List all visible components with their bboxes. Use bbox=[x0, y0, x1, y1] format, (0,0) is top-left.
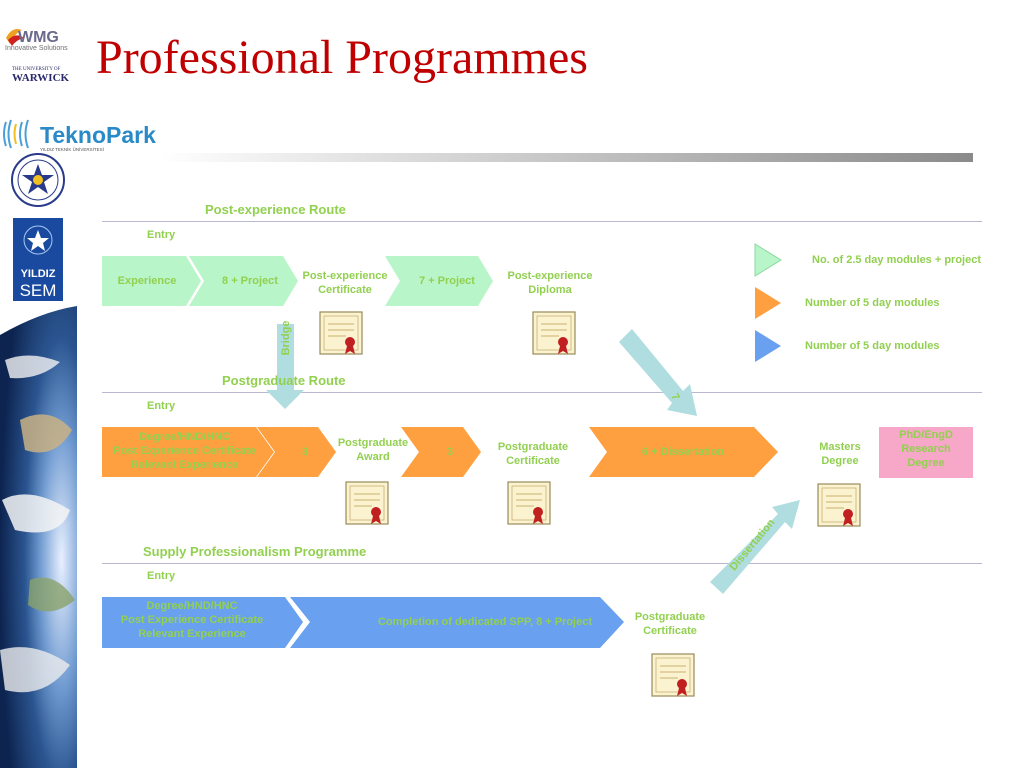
section-rule bbox=[102, 563, 982, 564]
project-7-label: 7 + Project bbox=[419, 275, 475, 287]
svg-text:YILDIZ TEKNİK ÜNİVERSİTESİ: YILDIZ TEKNİK ÜNİVERSİTESİ bbox=[40, 146, 104, 152]
svg-text:THE UNIVERSITY OF: THE UNIVERSITY OF bbox=[12, 67, 61, 72]
section-rule bbox=[102, 221, 982, 222]
phd-box bbox=[879, 427, 973, 478]
certificate-icon bbox=[345, 481, 389, 525]
dissertation-connector bbox=[710, 500, 800, 594]
dissertation-arrow bbox=[589, 427, 778, 477]
teknopark-logo: TeknoPark YILDIZ TEKNİK ÜNİVERSİTESİ bbox=[3, 119, 156, 152]
certificate-icon bbox=[507, 481, 551, 525]
wmg-logo: WMG Innovative Solutions bbox=[5, 29, 68, 52]
project-8-label: 8 + Project bbox=[222, 275, 278, 287]
experience-label: Experience bbox=[117, 275, 177, 287]
certificate-icon bbox=[817, 483, 861, 527]
pg-step-2-label: 3 bbox=[446, 446, 454, 458]
legend-marker-orange bbox=[755, 287, 781, 319]
certificate-icon bbox=[532, 311, 576, 355]
header-rule bbox=[160, 153, 973, 162]
spp-entry-label: Entry bbox=[147, 570, 176, 582]
dissertation-label: 6 + Dissertation bbox=[641, 446, 725, 458]
postgraduate-route-title: Postgraduate Route bbox=[222, 373, 346, 388]
experience-arrow bbox=[102, 256, 201, 306]
pg-step-1-label: 3 bbox=[301, 446, 309, 458]
spp-completion-label: Completion of dedicated SPP, 8 + Project bbox=[377, 616, 593, 628]
svg-text:WARWICK: WARWICK bbox=[12, 72, 70, 84]
spp-title: Supply Professionalism Programme bbox=[143, 544, 367, 559]
svg-text:WMG: WMG bbox=[18, 29, 59, 46]
legend-marker-green bbox=[754, 243, 782, 277]
svg-text:Innovative Solutions: Innovative Solutions bbox=[5, 45, 68, 52]
pg-step-2-arrow bbox=[401, 427, 481, 477]
warwick-logo: THE UNIVERSITY OF WARWICK bbox=[12, 67, 70, 84]
post-experience-route-title: Post-experience Route bbox=[205, 202, 346, 217]
svg-text:SEM: SEM bbox=[20, 281, 57, 300]
legend-label-orange: Number of 5 day modules bbox=[805, 297, 940, 309]
project-8-arrow bbox=[189, 256, 298, 306]
university-seal bbox=[11, 153, 65, 207]
spp-entry-arrow bbox=[102, 597, 303, 648]
bridge-connector bbox=[266, 324, 304, 409]
pg-step-1-arrow bbox=[257, 427, 336, 477]
post-experience-entry-label: Entry bbox=[147, 229, 176, 241]
section-rule bbox=[102, 392, 982, 393]
legend-marker-blue bbox=[755, 330, 781, 362]
yildiz-sem-logo: YILDIZ SEM bbox=[13, 218, 63, 301]
diagonal-connector bbox=[619, 329, 697, 416]
spp-completion-arrow bbox=[290, 597, 624, 648]
svg-text:YILDIZ: YILDIZ bbox=[21, 268, 56, 280]
svg-text:TeknoPark: TeknoPark bbox=[40, 122, 156, 148]
bridge-label: Bridge bbox=[280, 320, 292, 356]
page-title: Professional Programmes bbox=[96, 31, 588, 84]
postgraduate-entry-label: Entry bbox=[147, 400, 176, 412]
certificate-icon bbox=[651, 653, 695, 697]
pg-entry-arrow bbox=[102, 427, 274, 477]
legend-label-green: No. of 2.5 day modules + project bbox=[812, 254, 982, 266]
project-7-arrow bbox=[385, 256, 493, 306]
certificate-icon bbox=[319, 311, 363, 355]
legend-label-blue: Number of 5 day modules bbox=[805, 340, 940, 352]
